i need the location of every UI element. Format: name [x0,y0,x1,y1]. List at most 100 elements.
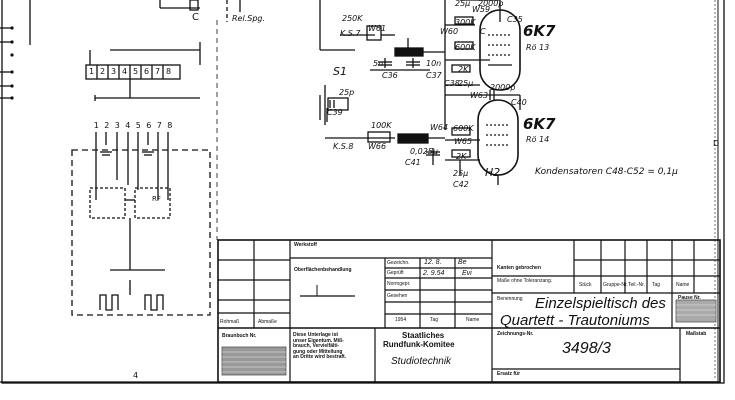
notice-line: brauch, Vervielfälti- [293,343,340,349]
tb-initials-1: Be [458,259,467,266]
notice-line: an Dritte wird bestraft. [293,354,347,360]
label-w60: W60 [440,27,459,36]
pin-label: 6 [146,121,152,130]
label-w64: W64 [430,123,449,132]
tb-date-1: 12. 8. [424,259,442,266]
pin-label: 1 [93,121,99,130]
rf-module-box [71,149,211,316]
pin-label: 6 [143,67,150,76]
pin-label: 5 [135,121,141,130]
pin-label: 7 [156,121,162,130]
tb-jahr: 1954 [395,317,407,323]
label-300k: 300K [455,18,476,27]
label-w61: W61 [368,24,387,33]
label-w66: W66 [368,142,387,151]
label-5n: 5n [373,59,384,68]
label-rf: RF [152,195,161,203]
resistor-250k [366,25,382,41]
notice-line: unser Eigentum. Miß- [293,337,344,344]
tb-zeichnungs-nr: Zeichnungs-Nr. [497,331,534,337]
tube-1-type: 6K7 [523,22,556,40]
tb-geprueft: Geprüft [387,270,404,276]
label-rel-spg: Rel.Spg. [232,14,266,23]
label-2000p: 2000p [490,83,516,92]
tb-abmasse: Abmaße [258,319,277,325]
label-2k: 2K [458,65,469,74]
pin-label: 4 [121,67,128,76]
lower-pins: 1 2 3 4 5 6 7 8 [91,122,181,130]
title-block-frame [0,239,721,383]
tb-masse: Maße ohne Toleranzang. [497,278,553,284]
coil-upper [394,47,424,57]
tube-6k7-upper [479,9,521,91]
label-c: C [192,12,199,23]
tb-name2: Name [676,282,690,288]
tb-rohmass: Rohmaß [220,319,240,325]
tb-teil: Teil.-Nr. [628,282,645,288]
label-600k: 600K [455,43,476,52]
pin-label: 4 [125,121,131,130]
label-w63: W63 [470,91,489,100]
tb-name: Name [466,317,480,323]
tb-ersatz: Ersatz für [497,371,521,377]
connector-pins: 1 2 3 4 5 6 7 8 [86,68,180,76]
label-25p: 25p [339,88,355,97]
label-ks7: K.S.7 [340,29,361,38]
tb-initials-2: Evi [462,270,472,277]
tb-org-2: Rundfunk-Komitee [383,340,455,349]
tb-org-1: Staatliches [402,331,445,340]
pin-label: 8 [165,67,172,76]
label-2k-2: 2K [456,152,467,161]
tb-werkstoff: Werkstoff [294,242,317,248]
label-c40: C40 [511,98,527,107]
pin-label: 2 [99,67,106,76]
label-c38: C38 [444,79,460,88]
tube-2-ref: Rö 14 [526,135,550,144]
tb-date-2: 2. 9.54 [423,270,445,277]
label-0025u: 0,025µ [410,147,438,156]
label-c35: C35 [507,15,523,24]
hatched-boxes [221,299,717,376]
tb-notice: Diese Unterlage ist unser Eigentum. Miß-… [293,332,373,361]
label-w59: W59 [472,5,491,14]
tb-gezeichnet: Gezeichn. [387,260,410,266]
label-c41: C41 [405,158,421,167]
tb-title-1: Einzelspieltisch des [535,295,666,312]
label-ks8: K.S.8 [333,142,354,151]
tb-gruppe: Gruppe-Nr. [603,282,628,288]
tb-tag: Tag [430,317,439,323]
relay-contact [189,0,199,11]
label-c39: C39 [327,108,343,117]
tb-braunbuch: Braunbuch Nr. [222,333,257,339]
label-w65: W65 [454,137,473,146]
pin-label: 3 [110,67,117,76]
label-h2: H2 [485,166,501,179]
tube-6k7-lower [477,99,519,176]
label-10n: 10n [426,59,442,68]
coil-lower [397,133,429,144]
label-25u: 25µ [458,79,474,88]
tb-drawing-number: 3498/3 [562,340,611,357]
label-100k: 100K [371,121,392,130]
resistor-100k [367,131,391,143]
label-c42: C42 [453,180,469,189]
pin-label: 2 [104,121,110,130]
label-600k-2: 600K [453,124,474,133]
label-2000p-top: 2000p [478,0,504,8]
tube-1-ref: Rö 13 [526,43,550,52]
pin-label: 5 [132,67,139,76]
label-s1: S1 [333,65,347,78]
pin-label: 8 [167,121,173,130]
tb-kanten: Kanten gebrochen [497,265,541,271]
tb-title-2: Quartett - Trautoniums [500,312,650,329]
label-25u-top: 25µ [455,0,471,8]
label-250k: 250K [342,14,363,23]
tb-normgepr: Normgepr. [387,281,411,287]
sheet-border [1,0,725,384]
pin-label: 1 [88,67,95,76]
label-c37: C37 [426,71,442,80]
pin-label: 3 [114,121,120,130]
edge-letter-d: D [713,139,720,148]
